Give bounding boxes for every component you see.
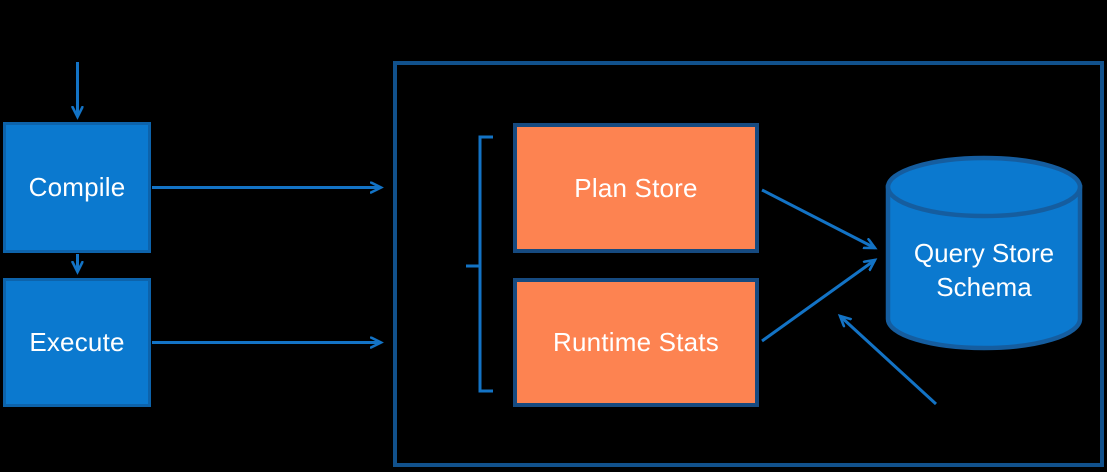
store-group-brace [466, 135, 493, 393]
execute-label: Execute [29, 327, 125, 357]
plan-store-to-schema-arrow [761, 188, 875, 250]
query-store-schema-db-cylinder [885, 155, 1083, 351]
cylinder-body [885, 184, 1083, 351]
query-store-container-box [393, 61, 1104, 467]
execute-box: Execute [3, 278, 151, 407]
cylinder-top [885, 155, 1083, 219]
runtime-stats-to-schema-arrow [761, 260, 875, 343]
runtime-stats-box: Runtime Stats [513, 278, 759, 407]
compile-label: Compile [28, 172, 126, 202]
plan-store-label: Plan Store [574, 172, 698, 203]
plan-store-box: Plan Store [513, 123, 759, 253]
runtime-stats-label: Runtime Stats [553, 327, 719, 357]
query-store-schema-label: Query Store Schema [913, 238, 1055, 302]
compile-box: Compile [3, 122, 151, 253]
async-write-to-schema-arrow [840, 316, 938, 406]
